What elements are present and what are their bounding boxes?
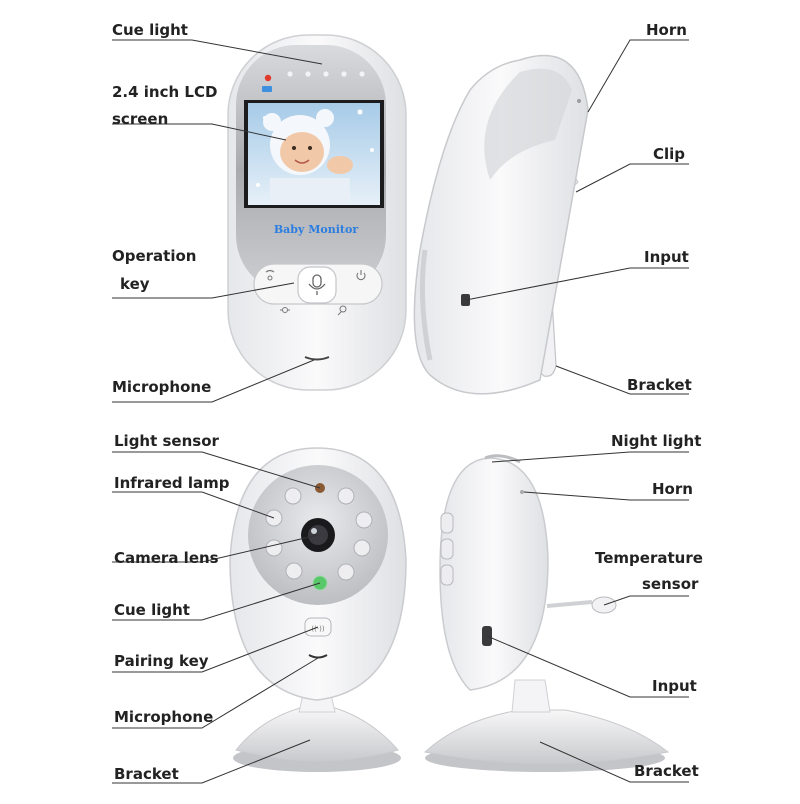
label-camera-lens: Camera lens: [114, 549, 219, 567]
label-temperature-sensor-line2: sensor: [642, 575, 699, 593]
microphone-slot: [308, 654, 328, 659]
svg-text:((·)): ((·)): [311, 625, 324, 633]
parent-unit-front: Baby Monitor: [227, 34, 407, 391]
battery-icon: [262, 86, 272, 92]
label-pairing-key: Pairing key: [114, 652, 209, 670]
microphone-icon: [308, 274, 326, 295]
label-microphone: Microphone: [112, 378, 212, 396]
side-buttons: [440, 512, 454, 586]
baby-face: [280, 132, 324, 172]
label-horn-baby: Horn: [652, 480, 693, 498]
usb-input-port: [461, 294, 470, 306]
leader-lines: [112, 39, 689, 784]
label-cue-light-baby: Cue light: [114, 601, 190, 619]
lcd-screen: [248, 103, 380, 205]
side-groove: [419, 249, 433, 361]
label-infrared-lamp: Infrared lamp: [114, 474, 230, 492]
cue-light-row: [262, 71, 365, 92]
operation-keys: [253, 263, 383, 316]
temperature-cable: [546, 600, 593, 608]
monitor-brand-text: Baby Monitor: [274, 223, 358, 236]
talk-button[interactable]: [297, 266, 337, 304]
brightness-icon: [280, 307, 290, 313]
label-night-light: Night light: [611, 432, 702, 450]
label-temperature-sensor-line1: Temperature: [595, 549, 703, 567]
talk-icon: [265, 269, 275, 281]
label-light-sensor: Light sensor: [114, 432, 219, 450]
label-input-baby: Input: [652, 677, 697, 695]
label-operation-key-line2: key: [120, 275, 150, 293]
label-cue-light: Cue light: [112, 21, 188, 39]
microphone-slot: [304, 356, 330, 361]
baby-unit-side: [423, 454, 670, 772]
label-input: Input: [644, 248, 689, 266]
power-icon: [356, 270, 366, 281]
label-bracket: Bracket: [627, 376, 692, 394]
status-led: [264, 74, 272, 82]
label-microphone-baby: Microphone: [114, 708, 214, 726]
baby-unit-front: ((·)): [229, 447, 407, 772]
side-base-bracket: [423, 709, 670, 764]
label-horn: Horn: [646, 21, 687, 39]
horn-hole: [520, 490, 524, 494]
zoom-icon: [337, 305, 347, 316]
label-bracket-baby-side: Bracket: [634, 762, 699, 780]
label-clip: Clip: [653, 145, 686, 163]
label-lcd-screen-line2: screen: [112, 110, 169, 128]
horn-hole: [577, 99, 581, 103]
label-operation-key-line1: Operation: [112, 247, 197, 265]
label-lcd-screen-line1: 2.4 inch LCD: [112, 83, 218, 101]
parent-unit-side: [413, 54, 589, 395]
base-bracket: [235, 707, 399, 762]
label-bracket-baby: Bracket: [114, 765, 179, 783]
